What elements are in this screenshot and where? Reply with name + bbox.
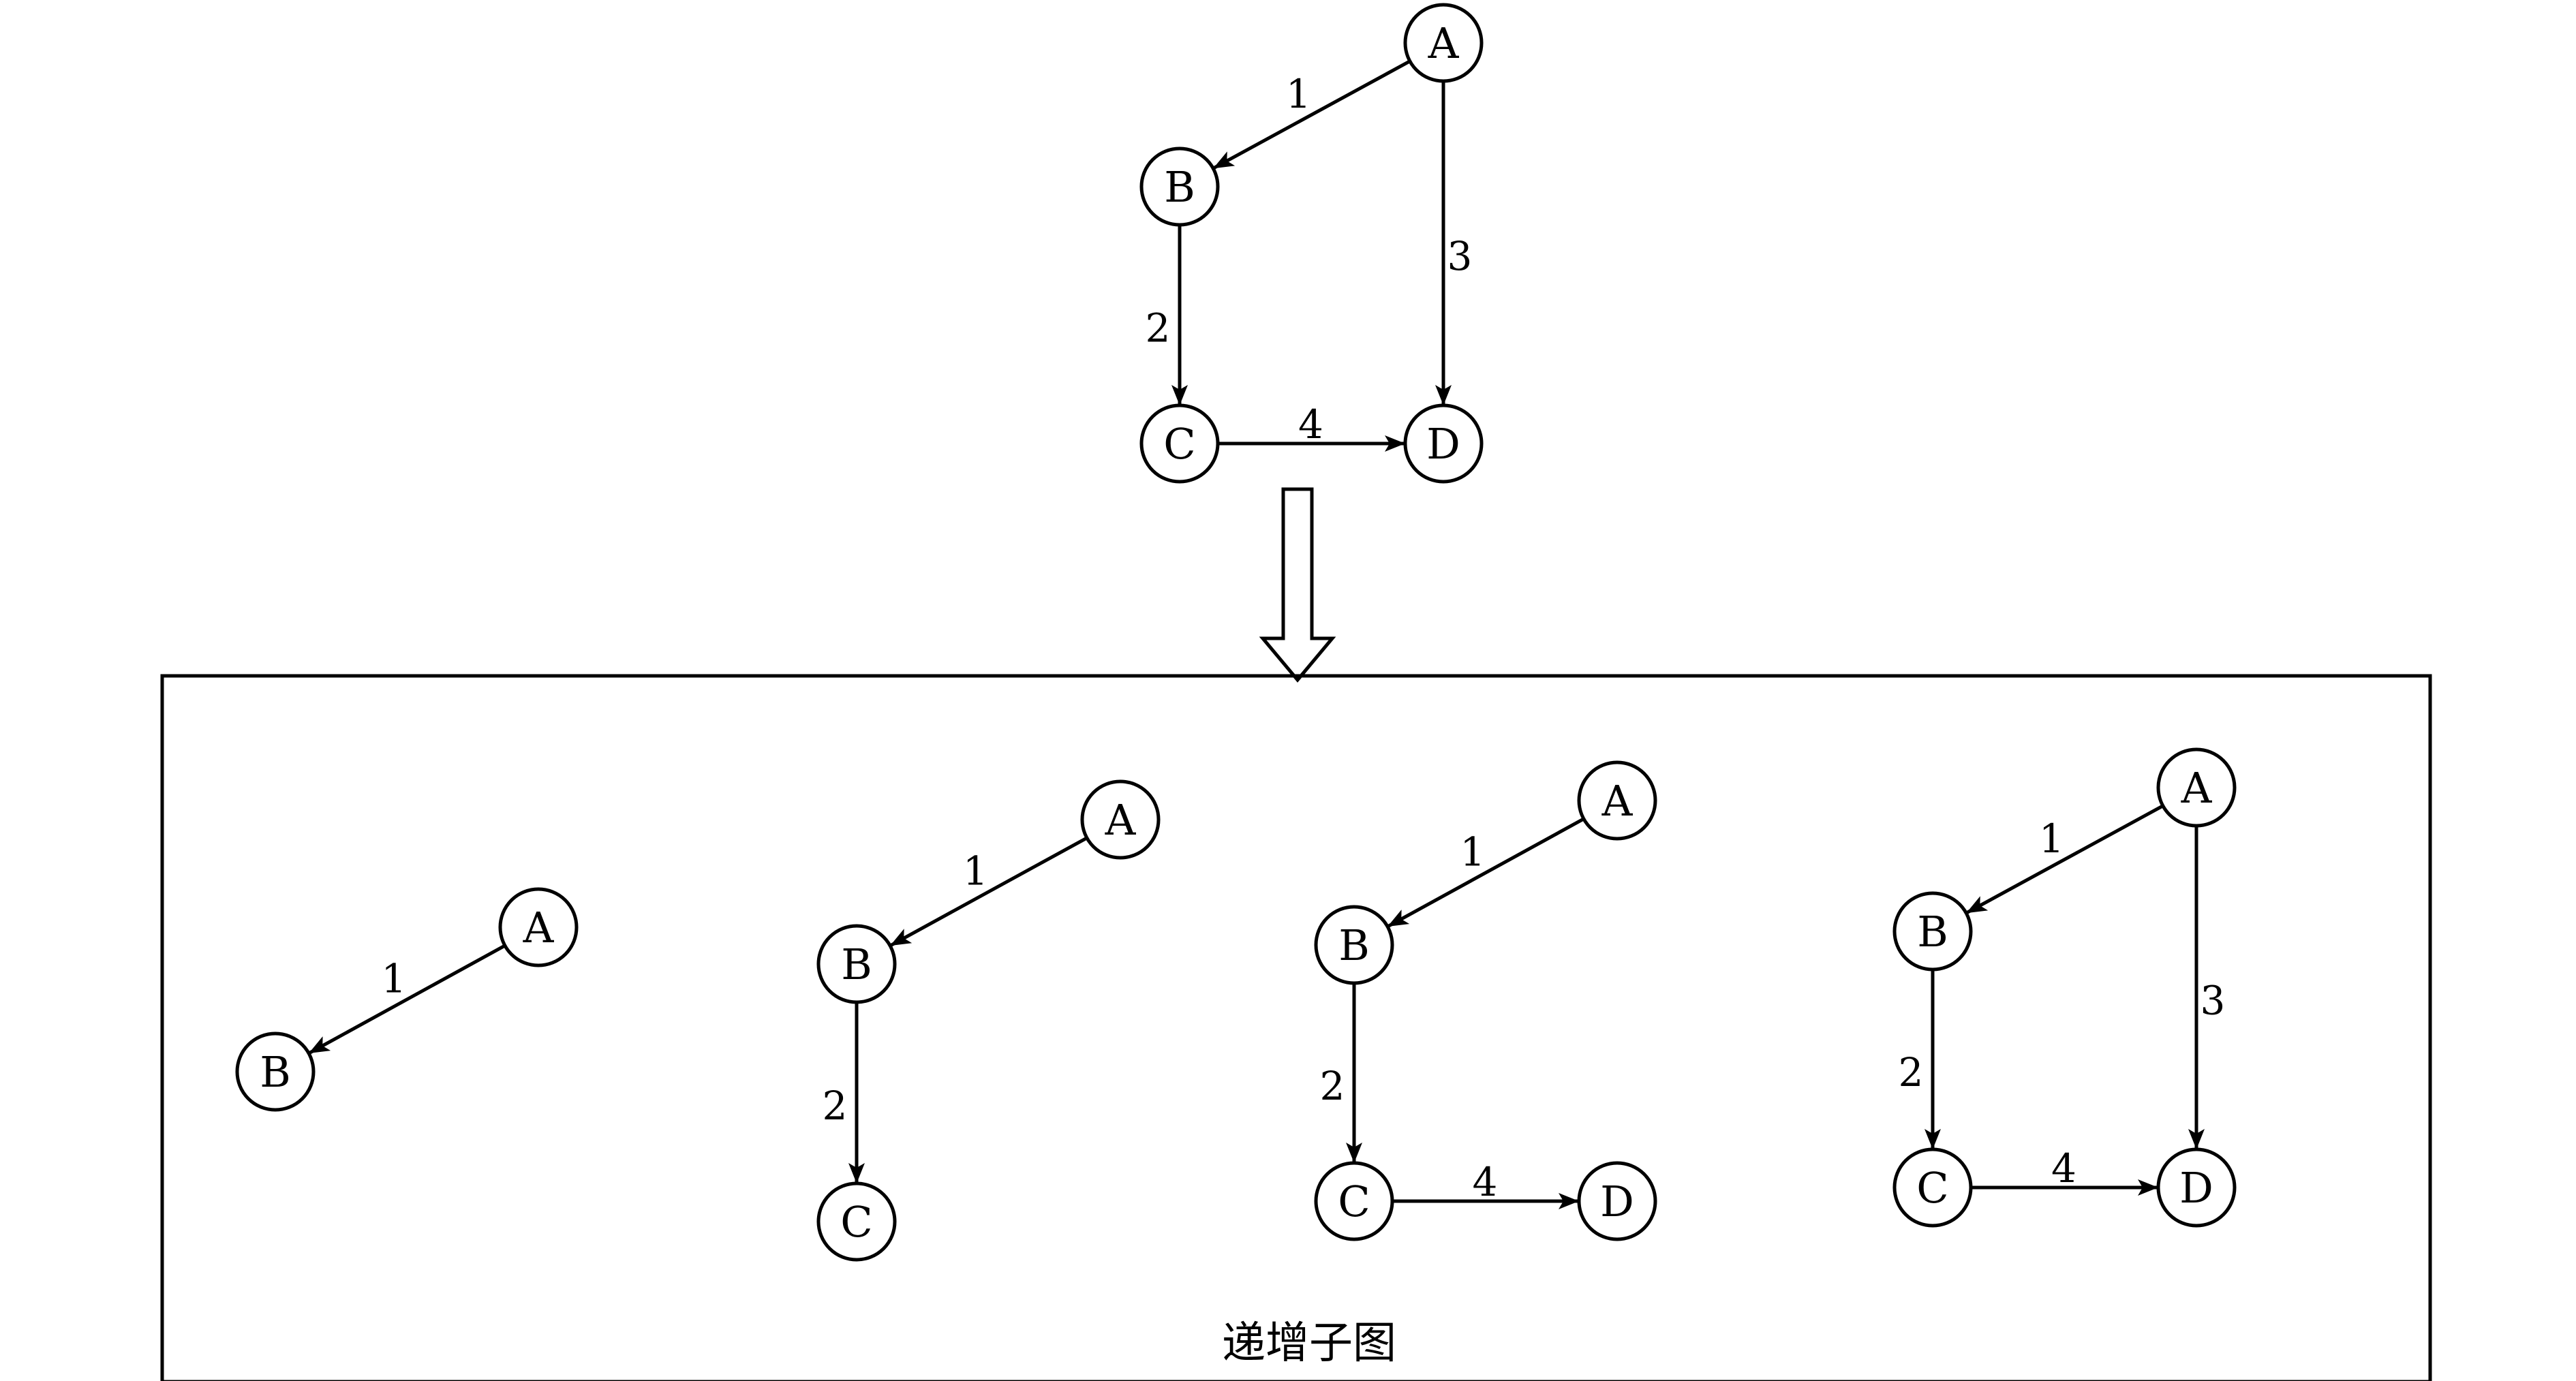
subgraph-4-edge-weight-B-C: 2 xyxy=(1899,1049,1924,1096)
original-node-A: A xyxy=(1403,3,1484,83)
subgraph-3-edge-weight-B-C: 2 xyxy=(1320,1063,1345,1109)
subgraph-3-node-B-label: B xyxy=(1338,920,1370,970)
subgraph-4-node-C: C xyxy=(1892,1147,1973,1228)
subgraph-2-node-C: C xyxy=(816,1181,897,1262)
subgraph-4-edge-weight-A-D: 3 xyxy=(2201,978,2226,1024)
original-graph: 1 2 3 4 A B C D xyxy=(1139,3,1484,484)
subgraph-4-node-A-circle xyxy=(2156,747,2237,828)
original-edge-weight-A-D: 3 xyxy=(1447,233,1473,279)
original-node-B: B xyxy=(1139,146,1220,227)
subgraph-1-node-B-label: B xyxy=(260,1047,291,1097)
subgraph-4-node-C-label: C xyxy=(1916,1163,1948,1213)
original-node-D: D xyxy=(1403,403,1484,484)
original-node-D-circle xyxy=(1403,403,1484,484)
subgraph-1-node-A: A xyxy=(498,887,579,967)
original-node-C-circle xyxy=(1139,403,1220,484)
subgraph-3-node-B-circle xyxy=(1314,905,1394,985)
subgraph-2-node-A-circle xyxy=(1080,779,1161,860)
subgraph-1: 1 A B xyxy=(235,887,579,1112)
subgraph-3-node-C-label: C xyxy=(1338,1177,1370,1226)
subgraph-3-node-D: D xyxy=(1577,1161,1657,1241)
subgraph-2-node-B-label: B xyxy=(841,940,872,989)
subgraph-2: 1 2 A B C xyxy=(816,779,1161,1262)
subgraph-4-node-D-label: D xyxy=(2179,1163,2213,1213)
subgraph-1-node-A-circle xyxy=(498,887,579,967)
subgraph-2-node-A: A xyxy=(1080,779,1161,860)
subgraph-4-node-D-circle xyxy=(2156,1147,2237,1228)
subgraph-3-node-A: A xyxy=(1577,760,1657,841)
original-node-D-label: D xyxy=(1426,419,1460,469)
subgraph-3-edge-A-B xyxy=(1387,817,1585,928)
subgraph-4-edge-A-B xyxy=(1966,804,2164,914)
subgraph-3-node-C-circle xyxy=(1314,1161,1394,1241)
subgraph-4-node-A-label: A xyxy=(2181,763,2213,813)
subgraph-2-node-B-circle xyxy=(816,924,897,1004)
subgraph-3-edge-weight-A-B: 1 xyxy=(1460,829,1485,875)
subgraph-3-node-A-label: A xyxy=(1601,776,1634,826)
subgraph-4-edge-weight-A-B: 1 xyxy=(2039,816,2064,862)
transform-arrow xyxy=(1259,487,1336,683)
subgraph-2-node-C-label: C xyxy=(840,1197,872,1247)
subgraph-2-node-A-label: A xyxy=(1105,795,1137,845)
subgraph-2-node-B: B xyxy=(816,924,897,1004)
original-node-A-circle xyxy=(1403,3,1484,83)
subgraph-4-node-B-circle xyxy=(1892,891,1973,972)
subgraph-2-edge-weight-A-B: 1 xyxy=(963,848,988,895)
original-edge-weight-C-D: 4 xyxy=(1298,401,1323,448)
original-node-B-circle xyxy=(1139,146,1220,227)
original-node-C-label: C xyxy=(1163,419,1195,469)
caption: 递增子图 xyxy=(1222,1318,1396,1369)
original-edge-weight-B-C: 2 xyxy=(1146,305,1171,352)
subgraph-3-node-D-circle xyxy=(1577,1161,1657,1241)
subgraph-3: 1 2 4 A B C D xyxy=(1314,760,1657,1241)
original-node-B-label: B xyxy=(1164,162,1195,212)
subgraph-4-node-D: D xyxy=(2156,1147,2237,1228)
subgraph-4-node-B-label: B xyxy=(1917,907,1948,957)
original-node-C: C xyxy=(1139,403,1220,484)
subgraph-2-node-C-circle xyxy=(816,1181,897,1262)
original-edge-A-B xyxy=(1213,59,1411,170)
subgraph-3-node-C: C xyxy=(1314,1161,1394,1241)
subgraph-3-node-D-label: D xyxy=(1600,1177,1634,1226)
subgraph-4-node-C-circle xyxy=(1892,1147,1973,1228)
subgraph-4-node-A: A xyxy=(2156,747,2237,828)
subgraph-3-edge-weight-C-D: 4 xyxy=(1473,1159,1498,1205)
subgraph-2-edge-A-B xyxy=(890,836,1088,947)
subgraph-4-edge-weight-C-D: 4 xyxy=(2051,1145,2076,1192)
original-edge-weight-A-B: 1 xyxy=(1286,71,1311,117)
subgraph-3-node-A-circle xyxy=(1577,760,1657,841)
subgraph-1-node-B-circle xyxy=(235,1031,316,1112)
subgraph-1-edge-weight-A-B: 1 xyxy=(381,956,406,1002)
subgraph-2-edge-weight-B-C: 2 xyxy=(823,1083,848,1129)
subgraph-1-node-B: B xyxy=(235,1031,316,1112)
subgraph-4: 1 2 3 4 A B C D xyxy=(1892,747,2237,1228)
subgraph-frame xyxy=(160,674,2432,1381)
subgraph-3-node-B: B xyxy=(1314,905,1394,985)
subgraph-1-node-A-label: A xyxy=(523,903,555,952)
subgraph-1-edge-A-B xyxy=(309,944,506,1055)
subgraph-4-node-B: B xyxy=(1892,891,1973,972)
original-node-A-label: A xyxy=(1428,18,1460,68)
